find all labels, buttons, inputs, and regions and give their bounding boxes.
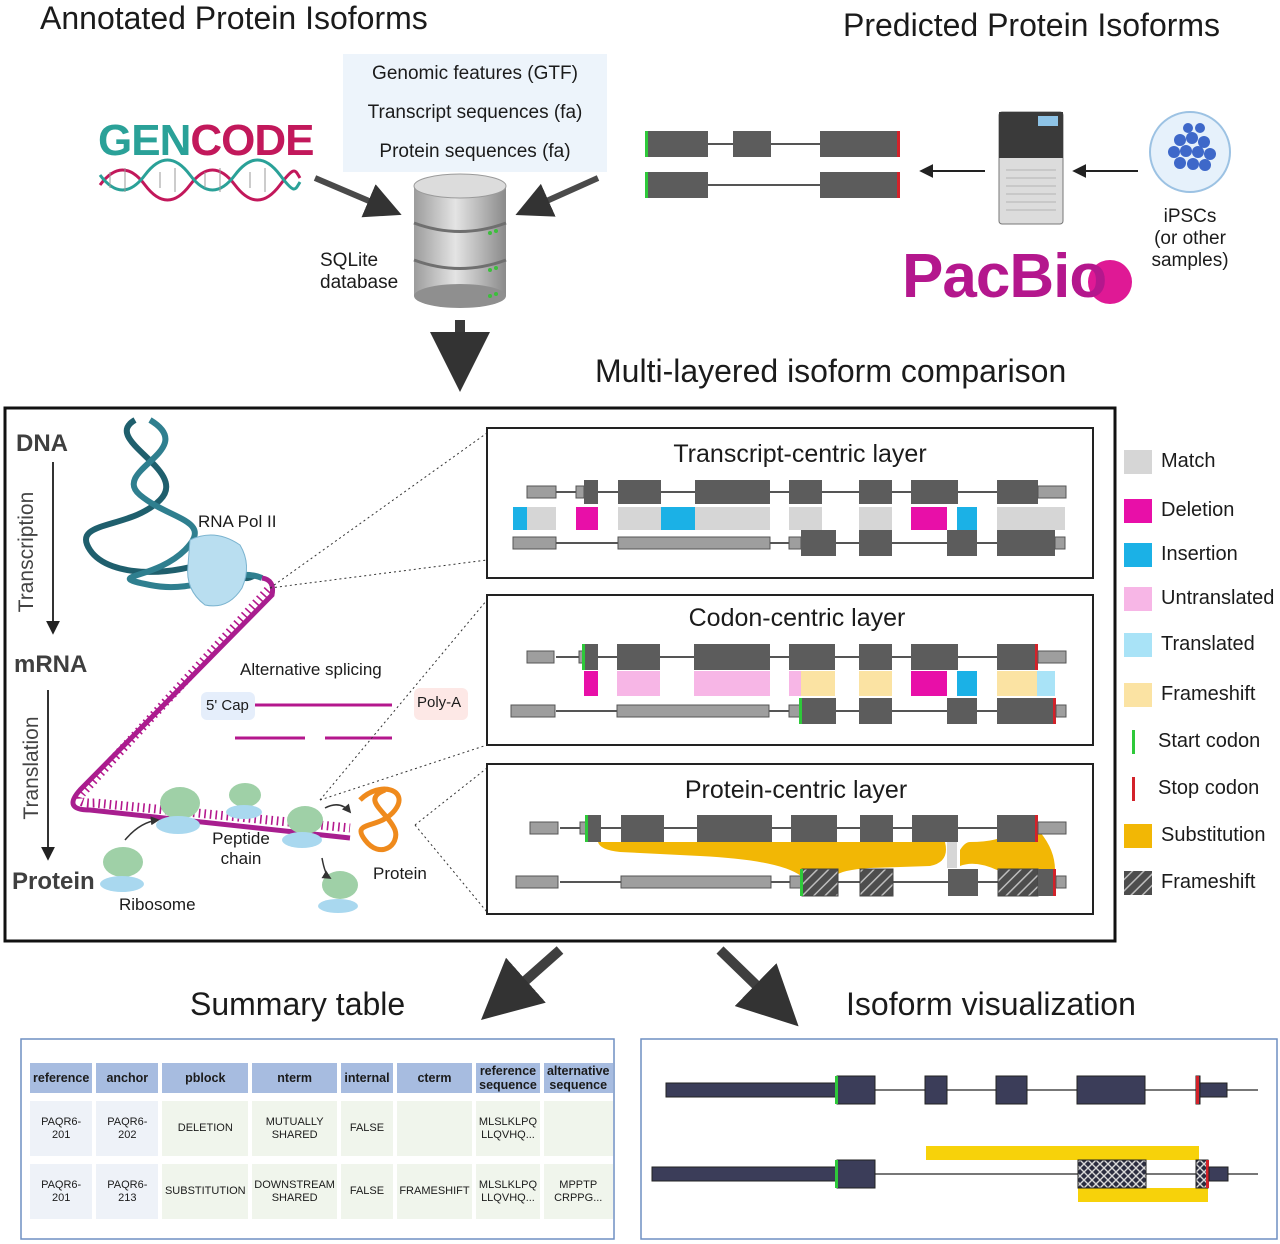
pacbio-logo-text: PacBio <box>902 242 1107 311</box>
legend-label-insertion: Insertion <box>1161 543 1238 565</box>
table-cell: DOWNSTREAM SHARED <box>252 1164 337 1219</box>
database-label: SQLite database <box>320 250 399 293</box>
header-nterm: nterm <box>252 1063 337 1093</box>
arrow-to-summary-table <box>481 946 564 1020</box>
arrow-to-visualization <box>716 946 799 1027</box>
table-cell: SUBSTITUTION <box>162 1164 249 1219</box>
legend-swatch-deletion <box>1124 499 1152 523</box>
header-pblock: pblock <box>162 1063 249 1093</box>
database-icon <box>413 173 507 308</box>
gencode-logo-text: GENCODE <box>98 116 314 165</box>
central-dogma-illustration <box>41 417 488 913</box>
header-alternative-sequence: alternative sequence <box>543 1063 613 1093</box>
cell-dish-icon <box>1149 111 1231 193</box>
visualization-panel <box>640 1038 1278 1240</box>
legend-swatches <box>1124 450 1152 895</box>
comparison-title: Multi-layered isoform comparison <box>595 353 1067 389</box>
input-gtf: Genomic features (GTF) <box>372 62 578 84</box>
table-cell: FALSE <box>340 1101 393 1156</box>
legend-swatch-start-codon <box>1132 730 1135 754</box>
table-cell: MUTUALLY SHARED <box>252 1101 337 1156</box>
ribosome-label: Ribosome <box>119 895 196 914</box>
predicted-isoforms-tracks <box>645 131 900 198</box>
summary-table: reference anchor pblock nterm internal c… <box>26 1063 617 1219</box>
predicted-isoforms-title: Predicted Protein Isoforms <box>843 7 1221 43</box>
transcript-layer-tracks <box>512 480 1067 556</box>
transcript-layer-title: Transcript-centric layer <box>673 440 927 468</box>
header-reference: reference <box>30 1063 93 1093</box>
table-cell: PAQR6-201 <box>30 1101 93 1156</box>
arrow-pacbio-to-db <box>515 175 600 217</box>
table-cell <box>543 1101 613 1156</box>
table-cell: MLSLKLPQ LLQVHQ... <box>475 1101 540 1156</box>
legend-swatch-insertion <box>1124 543 1152 567</box>
summary-table-header: reference anchor pblock nterm internal c… <box>30 1063 613 1093</box>
table-row: PAQR6-201 PAQR6-213 SUBSTITUTION DOWNSTR… <box>30 1164 613 1219</box>
transcription-label: Transcription <box>15 491 38 613</box>
mrna-label: mRNA <box>14 651 88 678</box>
legend-label-untranslated: Untranslated <box>1161 587 1275 609</box>
rna-pol-label: RNA Pol II <box>198 512 277 531</box>
translation-label: Translation <box>20 716 43 820</box>
header-anchor: anchor <box>96 1063 159 1093</box>
legend-label-frameshift: Frameshift <box>1161 871 1256 893</box>
input-transcript-fa: Transcript sequences (fa) <box>367 101 583 123</box>
summary-table-title: Summary table <box>190 986 406 1022</box>
table-cell: PAQR6-202 <box>96 1101 159 1156</box>
gencode-logo-helix <box>98 158 302 202</box>
cap-label: 5' Cap <box>206 697 249 714</box>
alt-splicing-label: Alternative splicing <box>240 660 382 679</box>
legend-label-start-codon: Start codon <box>1158 730 1261 752</box>
codon-layer-tracks <box>510 644 1067 724</box>
input-protein-fa: Protein sequences (fa) <box>379 141 571 163</box>
legend-label-substitution: Substitution <box>1161 824 1266 846</box>
dna-label: DNA <box>16 430 68 457</box>
sample-label: iPSCs (or other samples) <box>1151 206 1229 271</box>
comparison-frame <box>3 406 1117 943</box>
visualization-title: Isoform visualization <box>846 986 1136 1022</box>
legend-label-match: Match <box>1161 450 1216 472</box>
pacbio-logo-dot <box>1088 260 1132 304</box>
header-reference-sequence: reference sequence <box>475 1063 540 1093</box>
table-cell: PAQR6-213 <box>96 1164 159 1219</box>
legend-swatch-substitution <box>1124 824 1152 848</box>
legend-swatch-untranslated <box>1124 587 1152 611</box>
peptide-chain-label: Peptide chain <box>212 829 270 868</box>
legend-label-frameshift: Frameshift <box>1161 683 1256 705</box>
table-cell: DELETION <box>162 1101 249 1156</box>
annotated-isoforms-title: Annotated Protein Isoforms <box>40 0 428 36</box>
table-cell: MLSLKLPQ LLQVHQ... <box>475 1164 540 1219</box>
table-cell: PAQR6-201 <box>30 1164 93 1219</box>
input-files-box: Genomic features (GTF) Transcript sequen… <box>343 54 607 172</box>
table-row: PAQR6-201 PAQR6-202 DELETION MUTUALLY SH… <box>30 1101 613 1156</box>
header-internal: internal <box>340 1063 393 1093</box>
isoform-visualization-tracks <box>651 1075 1258 1202</box>
protein-layer-title: Protein-centric layer <box>684 776 908 804</box>
protein-stage-label: Protein <box>12 868 95 895</box>
table-cell: FRAMESHIFT <box>396 1164 472 1219</box>
arrow-gencode-to-db <box>313 175 402 218</box>
legend-label-translated: Translated <box>1161 633 1255 655</box>
codon-layer-title: Codon-centric layer <box>688 604 906 632</box>
legend-swatch-match <box>1124 450 1152 474</box>
table-cell: FALSE <box>340 1164 393 1219</box>
legend-swatch-stop-codon <box>1132 777 1135 801</box>
header-cterm: cterm <box>396 1063 472 1093</box>
legend-label-deletion: Deletion <box>1161 499 1235 521</box>
protein-layer-tracks <box>515 815 1067 897</box>
table-cell: MPPTP CRPPG... <box>543 1164 613 1219</box>
legend-swatch-frameshift <box>1124 683 1152 707</box>
legend-label-stop-codon: Stop codon <box>1158 777 1260 799</box>
legend-swatch-frameshift <box>1124 871 1152 895</box>
sequencer-icon <box>998 111 1064 225</box>
table-cell <box>396 1101 472 1156</box>
protein-label: Protein <box>373 864 427 883</box>
polya-label: Poly-A <box>417 694 462 711</box>
legend-swatch-translated <box>1124 633 1152 657</box>
